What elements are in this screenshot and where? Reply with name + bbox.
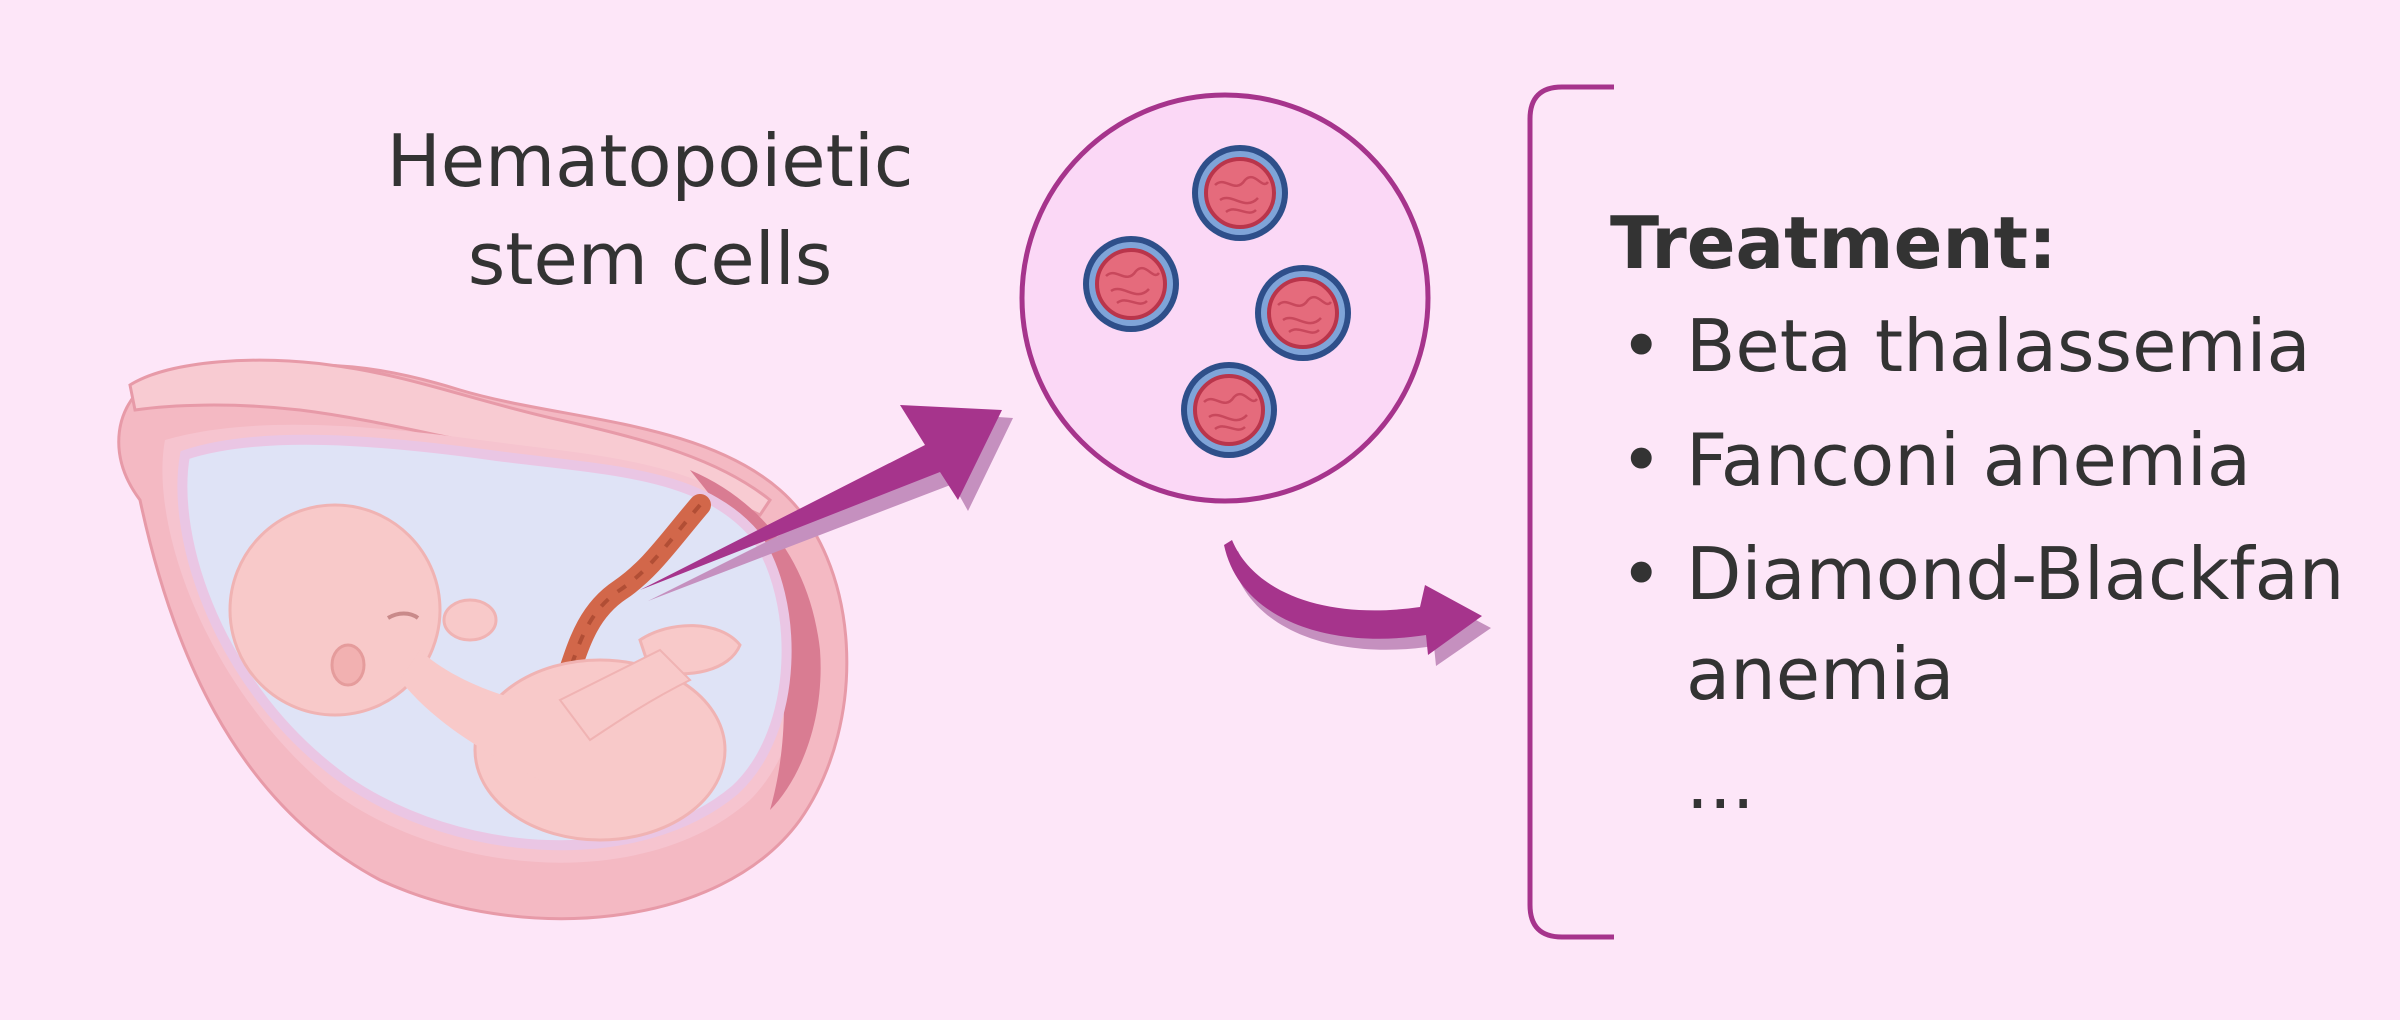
straight-arrow-icon xyxy=(640,405,1013,601)
list-item: • Beta thalassemia xyxy=(1610,296,2370,396)
cell-1 xyxy=(1192,145,1288,241)
fetus-in-uterus-icon xyxy=(117,358,849,921)
treatment-panel: Treatment: • Beta thalassemia • Fanconi … xyxy=(1610,190,2370,828)
hematopoietic-stem-cells-label: Hematopoietic stem cells xyxy=(340,112,960,308)
bracket-icon xyxy=(1527,84,1614,940)
list-item: • Fanconi anemia xyxy=(1610,410,2370,510)
curved-arrow-icon xyxy=(1224,540,1491,666)
treatment-heading: Treatment: xyxy=(1610,201,2057,285)
bullet-icon: • xyxy=(1620,532,1663,616)
treatment-list: • Beta thalassemia • Fanconi anemia • Di… xyxy=(1610,296,2370,724)
item-text: Beta thalassemia xyxy=(1686,304,2311,388)
cell-2 xyxy=(1083,236,1179,332)
list-item: • Diamond-Blackfan anemia xyxy=(1610,524,2370,724)
stem-cell-icon xyxy=(1019,92,1431,504)
ellipsis: ... xyxy=(1686,741,1755,825)
item-text: Diamond-Blackfan xyxy=(1686,532,2345,616)
bullet-icon: • xyxy=(1620,304,1663,388)
label-line: stem cells xyxy=(467,217,833,301)
cell-4 xyxy=(1181,362,1277,458)
item-text: anemia xyxy=(1686,632,1955,716)
bullet-icon: • xyxy=(1620,418,1663,502)
label-line: Hematopoietic xyxy=(386,119,914,203)
cell-3 xyxy=(1255,265,1351,361)
item-text: Fanconi anemia xyxy=(1686,418,2252,502)
